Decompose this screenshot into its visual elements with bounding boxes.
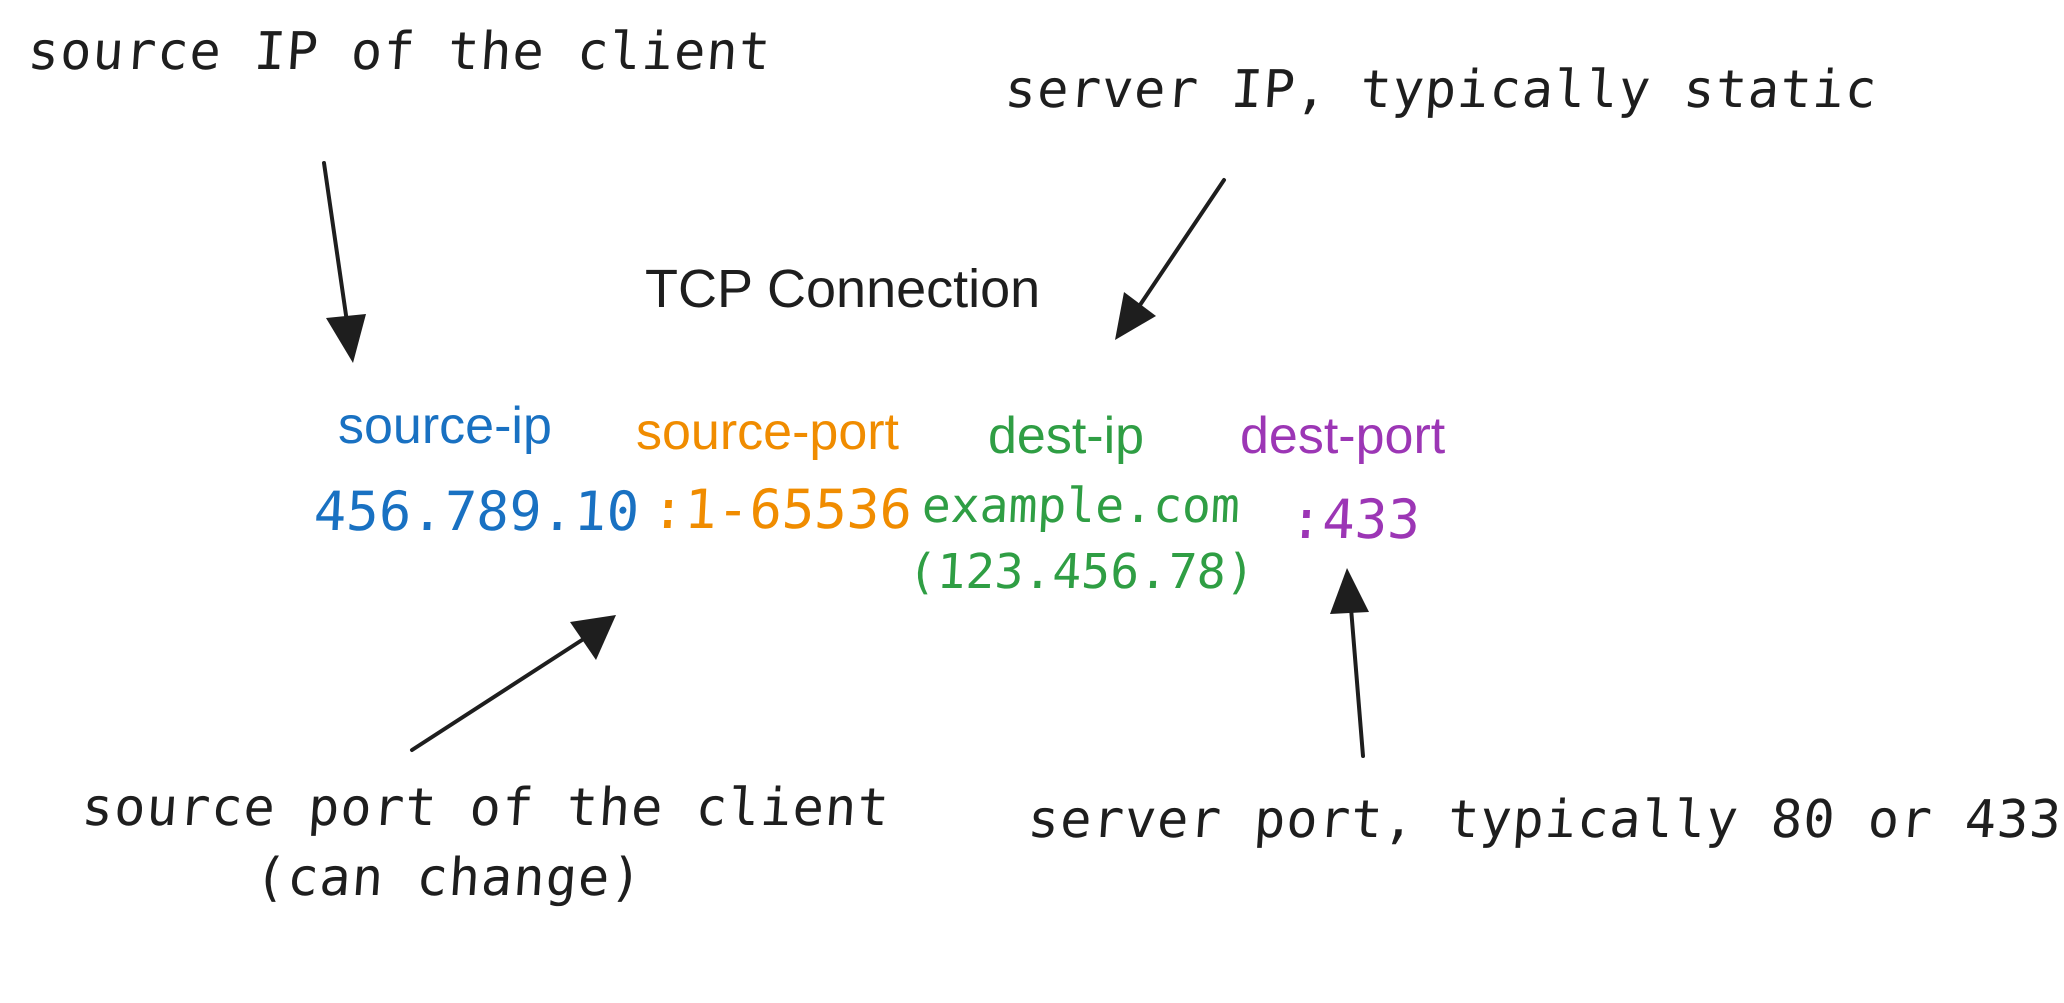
diagram-title: TCP Connection: [645, 259, 1041, 319]
arrow-to-source-port: [410, 615, 616, 752]
annotation-arrows: [322, 161, 1369, 758]
arrow-to-dest-port: [1330, 568, 1369, 758]
arrow-to-source-ip: [322, 161, 366, 363]
source-port-label: source-port: [636, 403, 899, 461]
arrow-to-dest-ip: [1115, 178, 1226, 340]
dest-ip-label: dest-ip: [988, 407, 1145, 465]
source-ip-label: source-ip: [338, 397, 552, 455]
dest-port-label: dest-port: [1240, 407, 1446, 465]
diagram-canvas: source IP of the client server IP, typic…: [26, 22, 2064, 908]
